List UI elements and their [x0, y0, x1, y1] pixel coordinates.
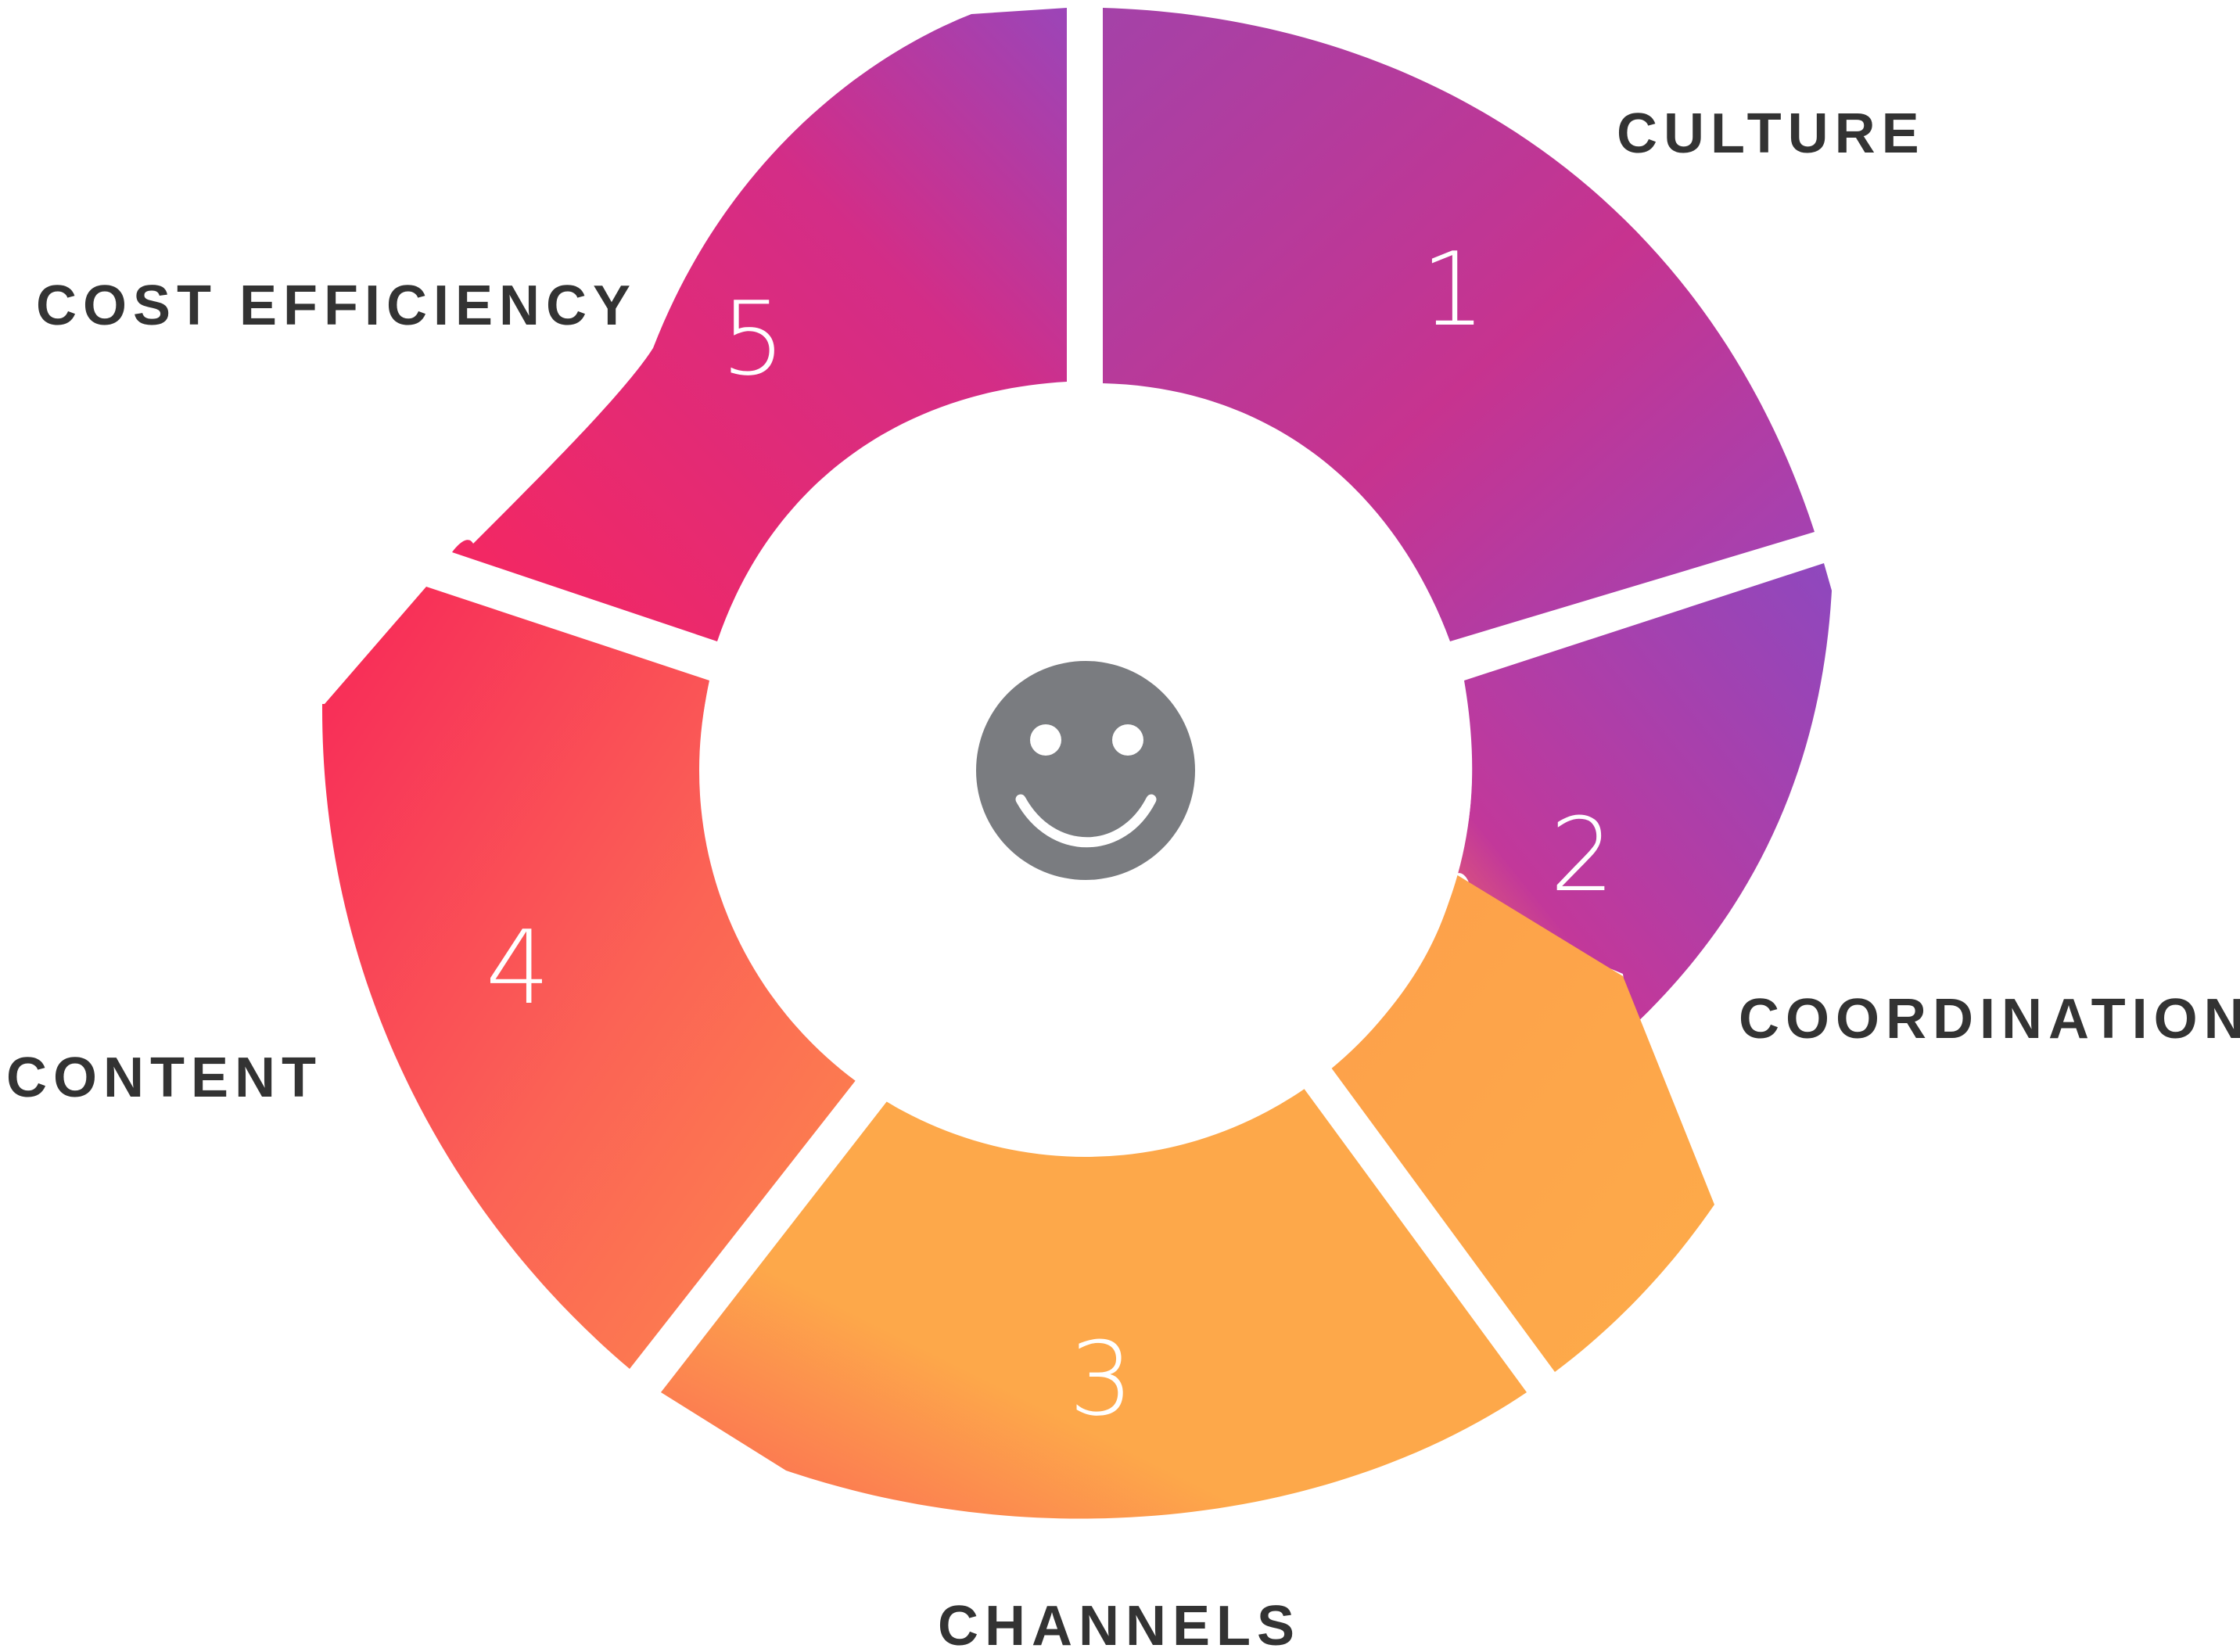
label-coordination: COORDINATION	[1739, 988, 2240, 1050]
segment-number-4: 4	[486, 908, 551, 1027]
segment-coordination	[1455, 563, 1832, 1029]
segment-coordination-lower	[1331, 874, 1714, 1372]
segment-channels	[661, 1087, 1527, 1519]
segment-culture	[1103, 8, 1815, 641]
label-cost-efficiency: COST EFFICIENCY	[36, 275, 637, 337]
segment-content	[321, 587, 856, 1369]
segment-cost-efficiency	[452, 8, 1067, 641]
smiley-face-icon	[976, 661, 1195, 880]
segment-number-5: 5	[721, 279, 786, 398]
segment-number-2: 2	[1550, 795, 1615, 914]
label-channels: CHANNELS	[938, 1595, 1301, 1652]
label-culture: CULTURE	[1617, 102, 1926, 165]
label-content: CONTENT	[6, 1047, 322, 1109]
segment-number-1: 1	[1421, 230, 1486, 349]
segment-number-3: 3	[1069, 1320, 1134, 1438]
